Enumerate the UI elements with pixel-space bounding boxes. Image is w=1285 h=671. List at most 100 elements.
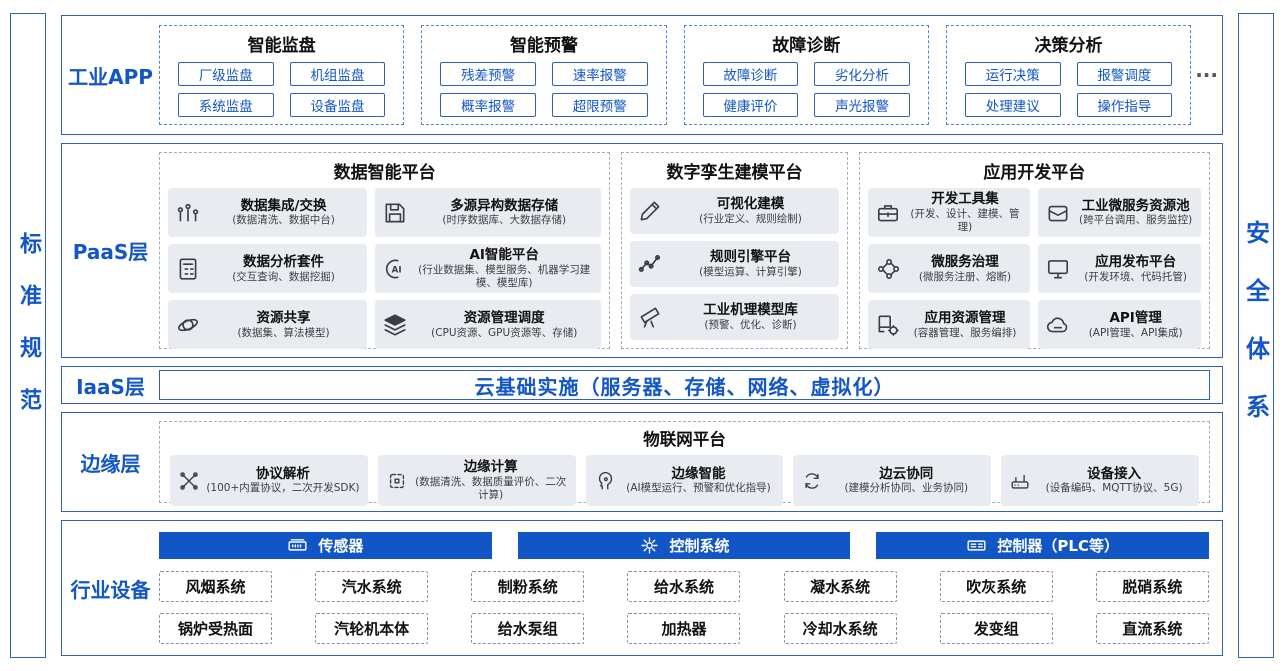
paas-item-ai-platform: AI AI智能平台 (行业数据集、模型服务、机器学习建模、模型库): [375, 244, 602, 294]
app-group-warning: 智能预警 残差预警 速率报警 概率报警 超限预警: [421, 25, 667, 125]
plc-icon: [966, 535, 987, 556]
device-box: 给水系统: [627, 570, 741, 602]
item-subtitle: (时序数据库、大数据存储): [442, 214, 567, 227]
app-group-title: 智能预警: [509, 36, 578, 56]
item-subtitle: (跨平台调用、服务监控): [1079, 214, 1193, 227]
device-box: 锅炉受热面: [159, 613, 272, 644]
item-title: 边云协同: [879, 465, 934, 482]
item-subtitle: (交互查询、数据挖掘): [232, 270, 335, 283]
item-title: 工业机理模型库: [703, 302, 798, 318]
standards-label: 标准规范: [16, 231, 41, 440]
platform-title: 应用开发平台: [983, 163, 1086, 183]
item-title: 多源异构数据存储: [450, 197, 559, 214]
platform-grid: 开发工具集 (开发、设计、建模、管理) 工业微服务资源池 (跨平台调用、服务监控…: [867, 188, 1201, 350]
item-subtitle: (开发、设计、建模、管理): [910, 207, 1020, 233]
resource-schedule-icon: [382, 312, 408, 338]
app-more-ellipsis: ...: [1195, 58, 1218, 82]
device-content: 传感器 控制系统 控制器（PLC等） 风烟系统 汽水系统 制粉系统 给水系: [159, 521, 1222, 655]
app-item: 系统监盘: [178, 93, 274, 117]
app-grid: 残差预警 速率报警 概率报警 超限预警: [434, 62, 653, 117]
app-item: 处理建议: [964, 93, 1061, 117]
app-item: 健康评价: [702, 93, 799, 117]
device-box: 汽水系统: [315, 570, 429, 602]
app-group-diagnosis: 故障诊断 故障诊断 劣化分析 健康评价 声光报警: [683, 25, 929, 125]
app-item: 劣化分析: [814, 62, 910, 86]
app-item: 厂级监盘: [178, 62, 274, 86]
paas-item-microservice-governance: 微服务治理 (微服务注册、熔断): [867, 244, 1031, 294]
app-item: 概率报警: [440, 93, 536, 117]
control-system-icon: [639, 535, 660, 556]
app-item: 报警调度: [1076, 62, 1173, 86]
paas-layer: PaaS层 数据智能平台 数据集成/交换 (数据清洗、数据中台) 多源异构数据存…: [61, 143, 1223, 358]
item-subtitle: (100+内置协议，二次开发SDK): [206, 482, 360, 495]
item-subtitle: (数据清洗、数据质量评价、二次计算): [415, 475, 567, 501]
iaas-content: 云基础实施（服务器、存储、网络、虚拟化）: [159, 370, 1210, 400]
app-group-title: 智能监盘: [247, 36, 316, 56]
api-icon: [1045, 312, 1071, 338]
edge-item-intelligence: 边缘智能 (AI模型运行、预警和优化指导): [585, 455, 784, 507]
app-group-title: 决策分析: [1034, 36, 1103, 56]
industrial-app-layer: 工业APP 智能监盘 厂级监盘 机组监盘 系统监盘 设备监盘 智能预警 残差预警: [61, 15, 1223, 135]
item-subtitle: (建模分析协同、业务协同): [844, 482, 969, 495]
item-subtitle: (API管理、API集成): [1088, 326, 1183, 339]
resource-share-icon: [175, 312, 201, 338]
app-item: 速率报警: [551, 62, 648, 86]
app-group-monitoring: 智能监盘 厂级监盘 机组监盘 系统监盘 设备监盘: [159, 25, 405, 125]
rule-engine-icon: [637, 251, 663, 277]
edge-computing-icon: [386, 470, 408, 492]
app-item: 超限预警: [551, 93, 648, 117]
paas-item-dev-tools: 开发工具集 (开发、设计、建模、管理): [867, 188, 1031, 238]
app-group-decision: 决策分析 运行决策 报警调度 处理建议 操作指导: [945, 25, 1192, 125]
device-layer-label: 行业设备: [70, 577, 151, 602]
paas-item-app-resource: 应用资源管理 (容器管理、服务编排): [867, 300, 1031, 350]
paas-item-api: API管理 (API管理、API集成): [1038, 300, 1201, 350]
paas-item-storage: 多源异构数据存储 (时序数据库、大数据存储): [375, 188, 602, 238]
app-item: 设备监盘: [289, 93, 386, 117]
app-item: 声光报警: [814, 93, 910, 117]
main-content: 工业APP 智能监盘 厂级监盘 机组监盘 系统监盘 设备监盘 智能预警 残差预警: [61, 0, 1223, 656]
item-subtitle: (微服务注册、熔断): [918, 270, 1012, 283]
visual-modeling-icon: [637, 198, 663, 224]
device-headers: 传感器 控制系统 控制器（PLC等）: [159, 532, 1210, 559]
edge-layer: 边缘层 物联网平台 协议解析 (100+内置协议，二次开发SDK) 边缘计算 (…: [61, 412, 1223, 512]
device-box: 直流系统: [1095, 613, 1209, 644]
app-resource-icon: [875, 312, 901, 338]
item-title: 应用发布平台: [1095, 253, 1177, 270]
app-item: 残差预警: [440, 62, 536, 86]
platform-data-intelligence: 数据智能平台 数据集成/交换 (数据清洗、数据中台) 多源异构数据存储 (时序数…: [159, 152, 611, 350]
device-box: 加热器: [627, 613, 741, 644]
dev-tools-icon: [875, 200, 901, 226]
item-title: API管理: [1109, 309, 1162, 326]
edge-layer-label: 边缘层: [80, 451, 141, 476]
item-title: 应用资源管理: [924, 309, 1006, 326]
app-grid: 运行决策 报警调度 处理建议 操作指导: [959, 62, 1178, 117]
item-subtitle: (模型运算、计算引擎): [699, 265, 802, 278]
item-title: 设备接入: [1087, 465, 1142, 482]
item-title: 数据分析套件: [243, 253, 325, 270]
edge-item-device-access: 设备接入 (设备编码、MQTT协议、5G): [1001, 455, 1199, 507]
item-subtitle: (数据清洗、数据中台): [232, 214, 335, 227]
microservice-pool-icon: [1045, 200, 1071, 226]
item-title: 可视化建模: [716, 196, 785, 212]
app-publish-icon: [1045, 256, 1071, 282]
item-subtitle: (数据集、算法模型): [237, 326, 330, 339]
device-header-plc: 控制器（PLC等）: [876, 532, 1210, 559]
paas-platforms: 数据智能平台 数据集成/交换 (数据清洗、数据中台) 多源异构数据存储 (时序数…: [159, 144, 1222, 357]
iot-platform-box: 物联网平台 协议解析 (100+内置协议，二次开发SDK) 边缘计算 (数据清洗…: [159, 421, 1210, 507]
app-layer-label: 工业APP: [68, 64, 153, 89]
security-sidebar: 安全体系: [1238, 13, 1274, 658]
paas-item-rule-engine: 规则引擎平台 (模型运算、计算引擎): [630, 241, 839, 287]
platform-grid: 数据集成/交换 (数据清洗、数据中台) 多源异构数据存储 (时序数据库、大数据存…: [168, 188, 602, 350]
microservice-governance-icon: [875, 256, 901, 282]
device-row-1: 风烟系统 汽水系统 制粉系统 给水系统 凝水系统 吹灰系统 脱硝系统: [159, 570, 1209, 602]
standards-sidebar: 标准规范: [10, 13, 46, 658]
iaas-layer: IaaS层 云基础实施（服务器、存储、网络、虚拟化）: [61, 366, 1223, 404]
app-item: 机组监盘: [289, 62, 386, 86]
item-subtitle: (行业数据集、模型服务、机器学习建模、模型库): [418, 264, 591, 290]
item-subtitle: (设备编码、MQTT协议、5G): [1045, 482, 1183, 495]
app-item: 运行决策: [964, 62, 1061, 86]
industry-device-layer: 行业设备 传感器 控制系统 控制器（PLC等）: [61, 520, 1223, 656]
sensor-icon: [287, 535, 308, 556]
iot-platform-title: 物联网平台: [643, 430, 726, 449]
svg-text:AI: AI: [392, 265, 402, 275]
